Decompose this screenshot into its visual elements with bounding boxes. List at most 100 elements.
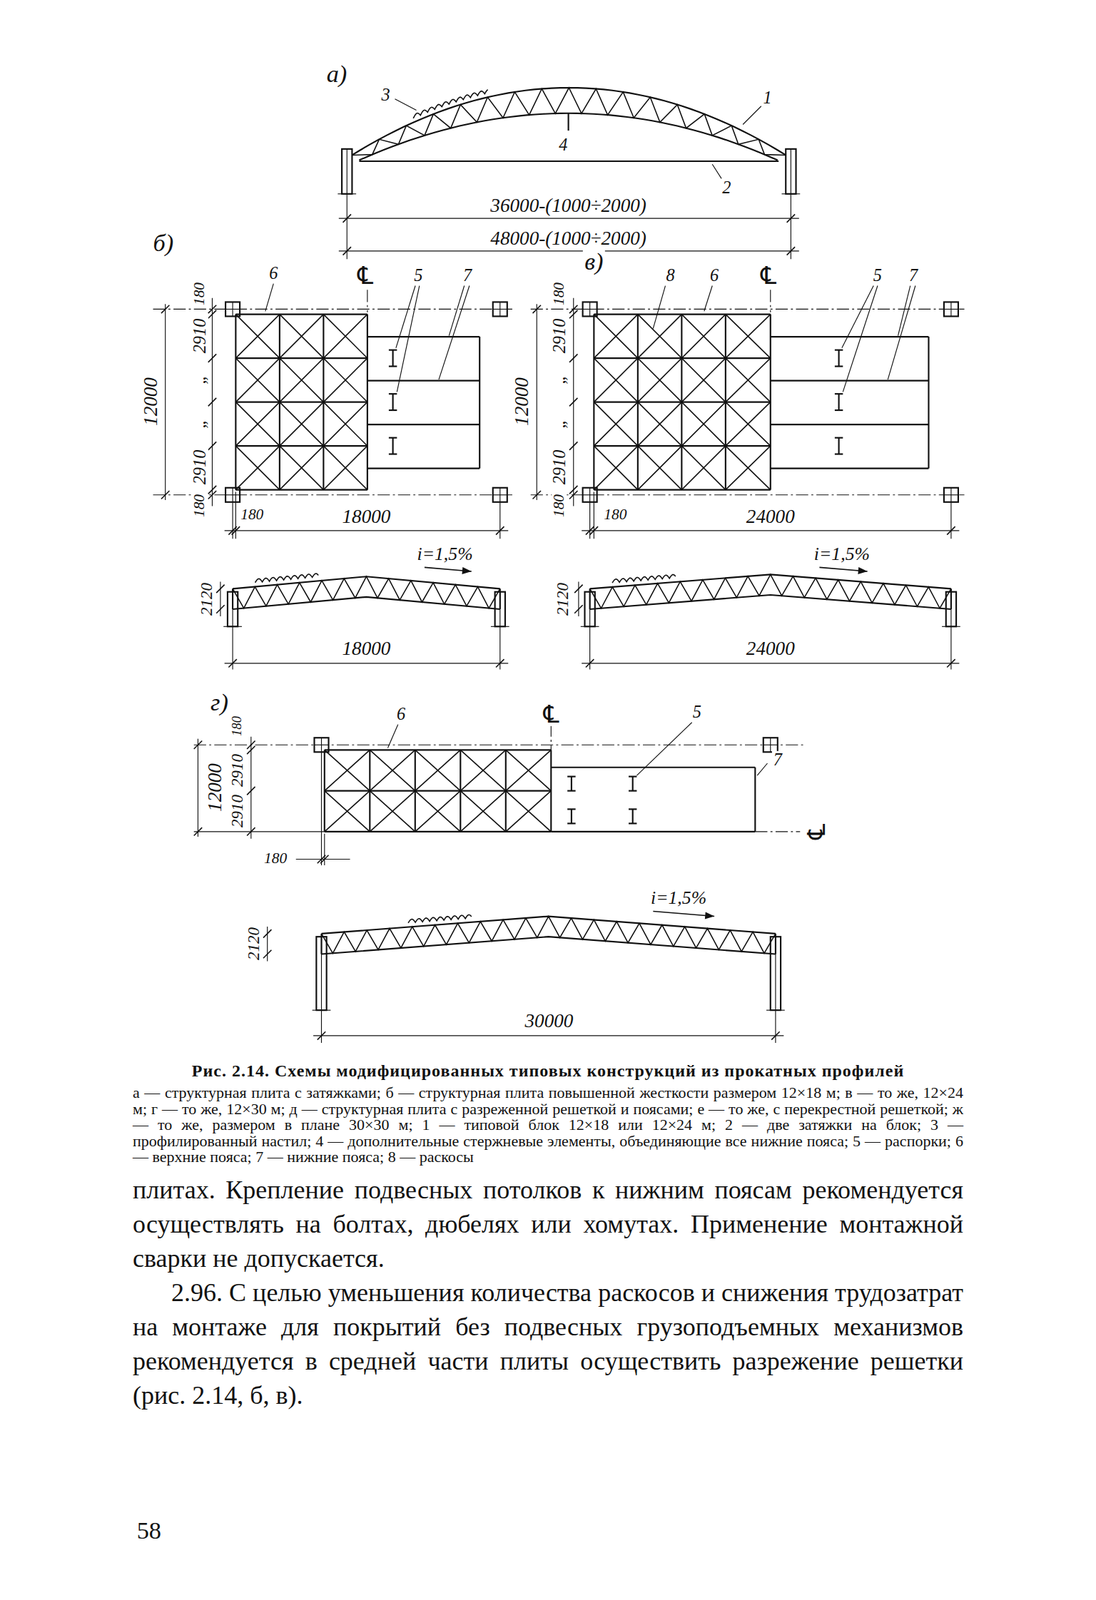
strut-symbol xyxy=(388,409,397,411)
strut-symbol xyxy=(628,776,637,778)
dimension-text: 2910 xyxy=(229,793,247,830)
diagonal xyxy=(725,358,771,403)
upper-chord xyxy=(235,489,367,491)
lower-chord xyxy=(770,423,930,426)
diagonal xyxy=(460,791,506,832)
figure-caption: Рис. 2.14. Схемы модифицированных типовы… xyxy=(132,1061,964,1082)
dimension-tick xyxy=(585,659,594,668)
drawing-label: 6 xyxy=(395,705,407,723)
profiled-deck xyxy=(413,89,488,119)
strut-symbol xyxy=(628,822,637,825)
extra-member xyxy=(567,113,570,131)
diagonal xyxy=(235,445,279,491)
diagonal xyxy=(369,749,415,791)
web xyxy=(321,916,776,955)
leader-line xyxy=(757,763,768,776)
diagonal xyxy=(505,791,551,832)
dimension-tick xyxy=(317,1031,326,1040)
diagonal xyxy=(235,358,279,403)
dimension-tick xyxy=(343,246,352,255)
column-axis xyxy=(346,149,348,195)
dimension-tick xyxy=(216,585,225,593)
diagonal xyxy=(279,314,324,359)
drawing-label: 7 xyxy=(772,751,784,769)
diagonal xyxy=(725,402,771,447)
dimension-tick xyxy=(208,353,217,362)
dimension-line xyxy=(224,662,509,664)
drawing-label: 4 xyxy=(557,136,569,154)
column-plan xyxy=(493,301,508,317)
drawing-label: 7 xyxy=(461,266,474,284)
strut-symbol xyxy=(567,822,576,825)
dimension-tick xyxy=(495,526,504,535)
extension-line xyxy=(321,752,322,866)
diagonal xyxy=(725,314,771,359)
drawing-label: г) xyxy=(209,689,230,715)
diagonal xyxy=(681,445,725,491)
strut-symbol xyxy=(838,393,840,411)
body-paragraph: плитах. Крепление подвесных потолков к н… xyxy=(132,1173,964,1276)
dimension-text: „ xyxy=(191,417,209,431)
diagonal xyxy=(323,445,367,491)
diagonal xyxy=(324,791,370,832)
diagonal xyxy=(369,791,415,832)
web xyxy=(351,87,786,155)
extension-line xyxy=(346,194,348,260)
arrow-head xyxy=(461,567,471,575)
upper-chord xyxy=(235,313,367,316)
diagonal xyxy=(637,314,682,359)
dimension-text: 2910 xyxy=(191,316,209,355)
dimension-line xyxy=(219,581,221,617)
drawing-label: i=1,5% xyxy=(812,545,872,564)
lower-chord xyxy=(550,767,755,769)
leader-line xyxy=(841,286,874,349)
upper-chord xyxy=(235,445,367,447)
dimension-tick xyxy=(569,441,578,450)
center-line xyxy=(550,724,552,751)
dimension-tick xyxy=(194,741,202,750)
diagonal xyxy=(279,402,324,447)
dimension-tick xyxy=(263,929,272,938)
extension-line xyxy=(774,1010,776,1044)
leader-line xyxy=(265,283,274,312)
lower-chord xyxy=(478,336,481,469)
column-mark xyxy=(232,301,234,317)
strut-symbol xyxy=(567,808,576,810)
strut-symbol xyxy=(567,790,576,793)
drawing-label: 48000-(1000÷2000) xyxy=(488,229,648,249)
upper-chord xyxy=(590,574,952,589)
column xyxy=(341,149,352,195)
leader-line xyxy=(636,722,692,776)
extension-line xyxy=(593,491,595,539)
extension-line xyxy=(235,491,237,539)
dimension-tick xyxy=(569,353,578,362)
drawing-label: i=1,5% xyxy=(649,889,708,908)
profiled-deck xyxy=(255,573,319,583)
diagonal xyxy=(637,358,682,403)
drawing-label: 6 xyxy=(267,264,279,282)
extension-line xyxy=(950,502,952,539)
column-axis xyxy=(790,149,792,195)
strut-symbol xyxy=(628,790,637,793)
upper-chord xyxy=(324,749,551,751)
dimension-line xyxy=(313,1035,784,1037)
diagonal xyxy=(637,445,682,491)
arrow-head xyxy=(857,567,867,575)
leader-line xyxy=(842,286,878,393)
dimension-tick xyxy=(343,214,352,222)
dimension-text: 2910 xyxy=(229,752,247,789)
strut-symbol xyxy=(570,809,573,824)
lower-chord xyxy=(321,936,776,955)
drawing-label: 18000 xyxy=(340,639,392,659)
drawing-label: 1 xyxy=(761,89,773,107)
extension-line xyxy=(790,194,792,260)
lower-chord xyxy=(927,336,930,469)
dimension-text: 2910 xyxy=(550,316,568,355)
extension-line xyxy=(589,502,591,539)
lower-chord xyxy=(550,831,755,833)
diagonal xyxy=(323,402,367,447)
dimension-line xyxy=(581,530,959,531)
diagonal xyxy=(279,358,324,403)
end-post xyxy=(231,588,234,610)
diagonal xyxy=(593,358,638,403)
